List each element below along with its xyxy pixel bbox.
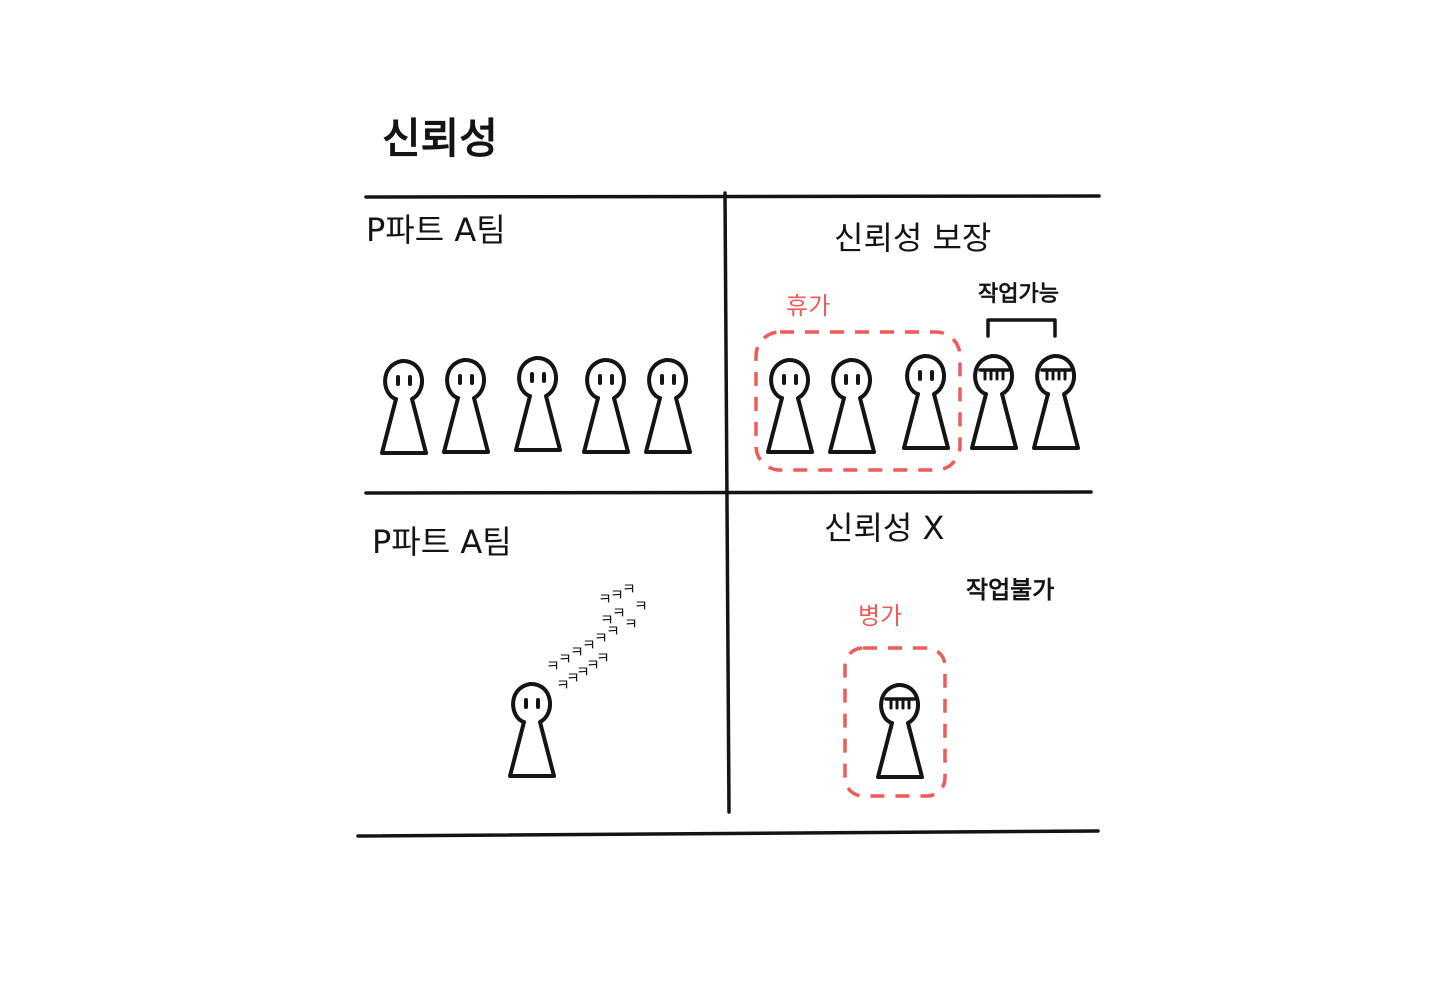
grid-bottom-line [356, 829, 1100, 838]
svg-text:ㅋ: ㅋ [622, 580, 636, 598]
svg-text:ㅋ: ㅋ [598, 590, 612, 608]
vacation-group-dashed-box [754, 330, 962, 472]
grid-center-vertical-line [723, 191, 731, 814]
grid-lines [356, 191, 1101, 838]
svg-text:ㅋ: ㅋ [558, 650, 572, 668]
svg-text:ㅋ: ㅋ [610, 586, 624, 604]
person-figure-icon [902, 353, 950, 450]
top-right-panel-title: 신뢰성 보장 [834, 219, 992, 257]
svg-text:ㅋ: ㅋ [624, 615, 638, 633]
sick-leave-dashed-box [843, 646, 947, 798]
person-figure-icon [442, 357, 490, 454]
svg-text:ㅋ: ㅋ [546, 657, 560, 675]
svg-text:ㅋ: ㅋ [586, 656, 600, 674]
person-figure-icon [582, 357, 630, 454]
grid-middle-line [364, 490, 1093, 495]
person-figure-icon [644, 357, 692, 454]
crying-person-icon [876, 682, 924, 779]
crying-person-icon [1032, 353, 1080, 450]
sick-leave-label: 병가 [858, 602, 903, 630]
bottom-left-team-label: P파트 A팀 [372, 523, 512, 561]
grid-top-line [364, 194, 1101, 199]
top-left-team-label: P파트 A팀 [366, 211, 506, 249]
workable-label: 작업가능 [978, 282, 1059, 307]
top-left-team-figures [380, 355, 692, 455]
sleeping-person: ㅋㅋㅋ ㅋㅋㅋ ㅋㅋㅋ ㅋㅋㅋ ㅋㅋㅋ ㅋㅋㅋ [508, 580, 648, 778]
svg-text:ㅋ: ㅋ [594, 629, 608, 647]
person-figure-icon [828, 357, 876, 454]
top-right-team-figures [766, 353, 1080, 454]
bracket-icon [986, 318, 1057, 338]
bottom-right-panel-title: 신뢰성 X [824, 509, 945, 547]
person-figure-icon [514, 355, 562, 452]
sleeping-zzz-icon: ㅋㅋㅋ ㅋㅋㅋ ㅋㅋㅋ ㅋㅋㅋ ㅋㅋㅋ ㅋㅋㅋ [546, 580, 648, 694]
svg-text:ㅋ: ㅋ [596, 649, 610, 667]
page-title: 신뢰성 [382, 114, 498, 163]
svg-text:ㅋ: ㅋ [634, 597, 648, 615]
svg-text:ㅋ: ㅋ [600, 611, 614, 629]
svg-text:ㅋ: ㅋ [576, 663, 590, 681]
crying-person-icon [970, 353, 1018, 450]
svg-text:ㅋ: ㅋ [570, 643, 584, 661]
person-figure-icon [766, 357, 814, 454]
svg-text:ㅋ: ㅋ [606, 622, 620, 640]
unworkable-label: 작업불가 [966, 576, 1055, 604]
person-figure-icon [508, 681, 556, 778]
svg-text:ㅋ: ㅋ [582, 636, 596, 654]
svg-text:ㅋ: ㅋ [556, 676, 570, 694]
vacation-label: 휴가 [786, 292, 831, 320]
svg-text:ㅋ: ㅋ [566, 669, 580, 687]
person-figure-icon [380, 358, 428, 455]
svg-text:ㅋ: ㅋ [612, 604, 626, 622]
